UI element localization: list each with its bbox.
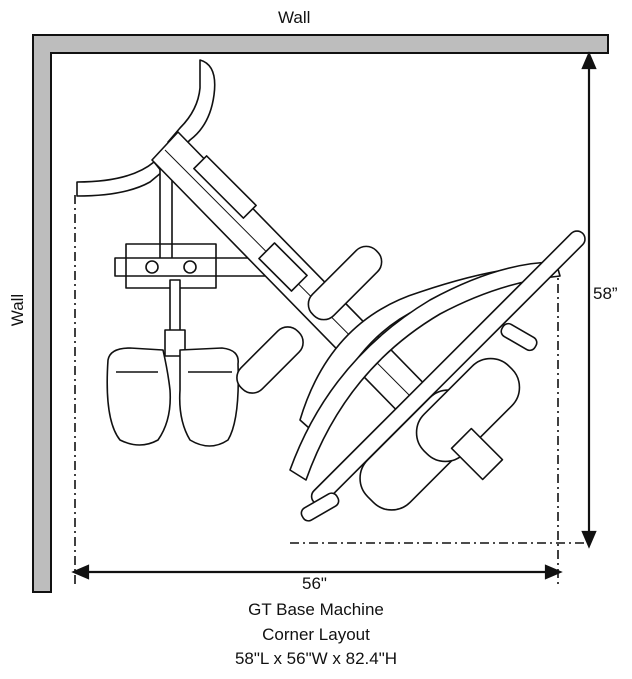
depth-dimension-label: 58”	[593, 284, 618, 303]
depth-dimension-arrow	[581, 51, 597, 549]
upper-roller-pad	[307, 245, 383, 321]
wall-top	[32, 34, 609, 593]
footprint-outline	[74, 195, 587, 587]
upright-post	[159, 167, 173, 261]
caption-subtitle: Corner Layout	[262, 625, 370, 644]
caption-specs: 58"L x 56"W x 82.4"H	[234, 649, 398, 668]
wall-top-label: Wall	[278, 8, 311, 27]
upper-arm	[167, 59, 216, 153]
lower-roller-pad	[236, 326, 304, 394]
width-dimension-arrow	[71, 564, 563, 580]
left-curved-bar	[76, 161, 163, 197]
wall-left-label: Wall	[8, 293, 28, 327]
caption-title: GT Base Machine	[248, 600, 384, 619]
back-cushion	[415, 357, 521, 463]
foot-plate	[106, 347, 172, 446]
walls	[32, 34, 609, 593]
width-dimension-label: 56"	[302, 574, 327, 593]
machine-drawing	[76, 59, 586, 522]
